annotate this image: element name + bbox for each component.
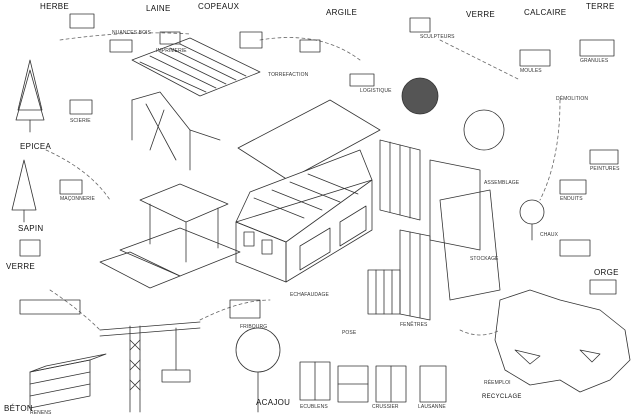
caption: FRIBOURG — [240, 324, 268, 330]
label-epicea: EPICEA — [20, 142, 52, 151]
clay-disc — [401, 77, 439, 115]
concrete-building — [29, 353, 107, 409]
deciduous-tree — [519, 199, 545, 241]
label-argile: ARGILE — [326, 8, 358, 17]
label-recyclage: RECYCLAGE — [482, 394, 522, 400]
label-sapin: SAPIN — [18, 224, 44, 233]
label-orge: ORGE — [594, 268, 619, 277]
label-verre-left: VERRE — [6, 262, 36, 271]
wall-section — [379, 139, 501, 321]
caption: ASSEMBLAGE — [484, 180, 520, 186]
caption: ECUBLENS — [300, 404, 328, 410]
label-laine: LAINE — [146, 4, 171, 13]
limestone-disc — [463, 109, 505, 151]
label-terre: TERRE — [586, 2, 615, 11]
mahogany-tree — [235, 327, 281, 413]
caption: POSE — [342, 330, 357, 336]
caption: ENDUITS — [560, 196, 583, 202]
caption: SCULPTEURS — [420, 34, 455, 40]
windows-row — [299, 269, 447, 403]
caption: CRUSSIER — [372, 404, 399, 410]
small-objects — [19, 13, 619, 319]
map-lakes — [514, 349, 601, 365]
caption: LOGISTIQUE — [360, 88, 392, 94]
caption: STOCKAGE — [470, 256, 499, 262]
spruce-tree — [15, 59, 45, 133]
caption: FENÊTRES — [400, 322, 428, 328]
caption: GRANULES — [580, 58, 609, 64]
label-calcaire: CALCAIRE — [524, 8, 567, 17]
caption: NUANCES BOIS — [112, 30, 151, 36]
label-beton: BÉTON — [4, 404, 33, 413]
caption: PEINTURES — [590, 166, 620, 172]
caption: MAÇONNERIE — [60, 196, 95, 202]
label-herbe: HERBE — [40, 2, 70, 11]
caption: SCIERIE — [70, 118, 91, 124]
label-verre-top: VERRE — [466, 10, 496, 19]
map-outline — [494, 289, 631, 393]
caption: RÉEMPLOI — [484, 380, 511, 386]
fir-tree — [11, 159, 37, 223]
pavilion — [99, 183, 241, 289]
label-acajou: ACAJOU — [256, 398, 291, 407]
caption: ECHAFAUDAGE — [290, 292, 329, 298]
label-copeaux: COPEAUX — [198, 2, 240, 11]
caption: MOULES — [520, 68, 542, 74]
caption: IMPRIMERIE — [156, 48, 187, 54]
caption: LAUSANNE — [418, 404, 446, 410]
crane — [99, 321, 201, 413]
caption: CHAUX — [540, 232, 559, 238]
timber-frame — [131, 37, 261, 171]
main-building — [235, 99, 381, 283]
caption: DÉMOLITION — [556, 96, 589, 102]
caption: RENENS — [30, 410, 52, 416]
connectors — [45, 32, 561, 336]
caption: TORREFACTION — [268, 72, 309, 78]
